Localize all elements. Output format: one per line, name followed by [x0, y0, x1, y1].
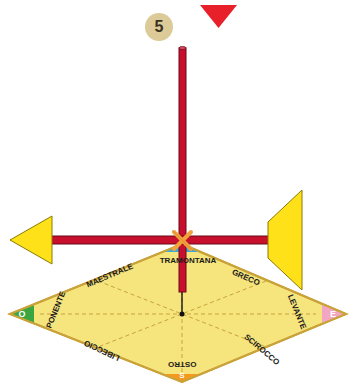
east-letter: E — [324, 305, 342, 323]
sector-lines — [40, 256, 316, 372]
arrow-head — [10, 216, 52, 264]
pole-spindle — [181, 290, 183, 312]
callout-number: 5 — [145, 13, 173, 41]
callout-circle — [145, 13, 173, 41]
pole-cap — [179, 47, 186, 50]
east-band — [322, 304, 346, 324]
cross-joint-outline — [172, 230, 193, 251]
vane-tail — [268, 190, 302, 290]
south-letter: S — [174, 369, 190, 381]
west-letter: O — [13, 305, 31, 323]
west-letter: O — [18, 309, 25, 319]
pole — [179, 48, 186, 292]
south-letter: S — [179, 371, 184, 380]
wind-name: TRAMONTANA — [160, 257, 217, 265]
east-letter: E — [330, 309, 336, 319]
vane-arm — [46, 236, 270, 244]
wind-name: OSTRO — [168, 360, 196, 368]
callout-number: 5 — [155, 18, 164, 36]
pivot-dot — [180, 312, 185, 317]
north-marker — [200, 5, 237, 28]
